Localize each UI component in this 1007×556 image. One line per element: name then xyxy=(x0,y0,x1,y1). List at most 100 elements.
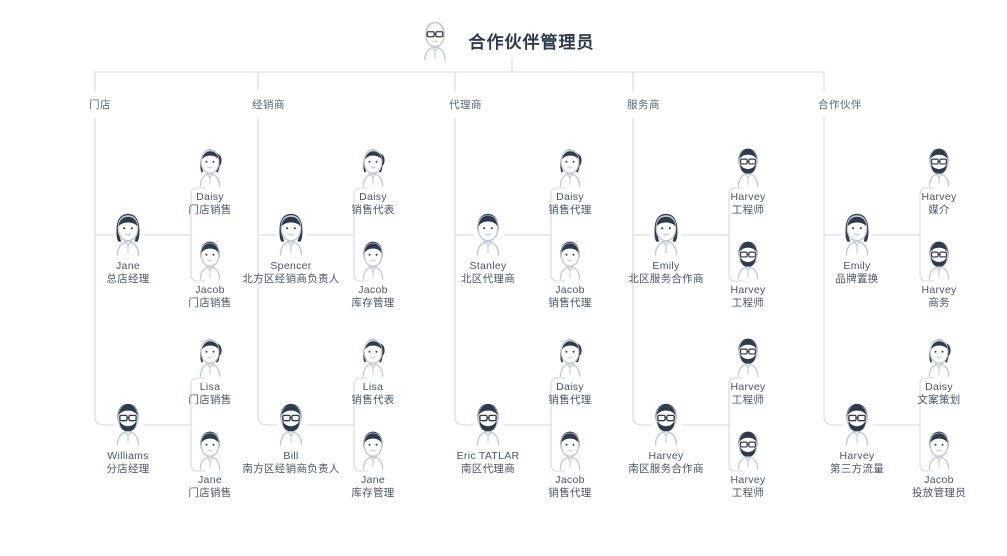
avatar-male-beard-glasses xyxy=(737,148,759,187)
avatar-male-short-hair xyxy=(362,431,384,470)
person-name: Spencer xyxy=(270,260,312,272)
person-node-child[interactable]: Harvey 媒介 xyxy=(884,146,994,217)
person-node-child[interactable]: Jane 门店销售 xyxy=(155,429,265,500)
person-node-child[interactable]: Jacob 销售代理 xyxy=(515,239,625,310)
column-label-1: 门店 xyxy=(89,99,111,111)
person-name: Emily xyxy=(652,260,680,272)
person-name: Harvey xyxy=(730,284,766,296)
person-name: Bill xyxy=(283,450,299,462)
person-node-child[interactable]: Daisy 销售代理 xyxy=(515,146,625,217)
person-role: 工程师 xyxy=(731,297,765,310)
page-title: 合作伙伴管理员 xyxy=(468,32,595,52)
person-node-child[interactable]: Daisy 门店销售 xyxy=(155,146,265,217)
person-role: 库存管理 xyxy=(351,487,395,500)
person-node-child[interactable]: Jacob 投放管理员 xyxy=(884,429,994,500)
person-node-parent[interactable]: Harvey 第三方流量 xyxy=(802,401,912,476)
person-name: Jacob xyxy=(195,284,225,296)
avatar-male-beard-glasses xyxy=(654,403,678,446)
avatar-male-short-hair xyxy=(476,213,500,256)
person-role: 南区代理商 xyxy=(461,463,515,476)
person-role: 工程师 xyxy=(731,487,765,500)
column-label-2: 经销商 xyxy=(252,99,285,111)
avatar-female-ponytail xyxy=(559,149,582,187)
person-node-child[interactable]: Daisy 销售代表 xyxy=(318,146,428,217)
avatar-male-beard-glasses xyxy=(116,403,140,446)
person-role: 总店经理 xyxy=(106,273,150,286)
person-role: 北区服务合作商 xyxy=(628,273,704,286)
person-role: 商务 xyxy=(928,297,950,310)
avatar-female-ponytail xyxy=(199,339,222,377)
person-node-parent[interactable]: Eric TATLAR 南区代理商 xyxy=(433,401,543,476)
person-name: Lisa xyxy=(362,381,384,393)
person-name: Jacob xyxy=(358,284,388,296)
person-node-child[interactable]: Harvey 工程师 xyxy=(693,336,803,407)
avatar-female-ponytail xyxy=(199,149,222,187)
person-role: 门店销售 xyxy=(188,297,232,310)
person-node-child[interactable]: Jacob 销售代理 xyxy=(515,429,625,500)
person-name: Stanley xyxy=(469,260,507,272)
root-node[interactable]: 合作伙伴管理员 xyxy=(0,18,1007,62)
person-role: 工程师 xyxy=(731,204,765,217)
avatar-male-beard-glasses xyxy=(845,403,869,446)
avatar-female-ponytail xyxy=(559,339,582,377)
person-role: 门店销售 xyxy=(188,394,232,407)
column-label-5: 合作伙伴 xyxy=(818,99,862,111)
avatar-female-long-hair xyxy=(279,213,303,256)
person-node-child[interactable]: Daisy 销售代理 xyxy=(515,336,625,407)
avatar-female-ponytail xyxy=(362,149,385,187)
person-role: 工程师 xyxy=(731,394,765,407)
avatar-male-glasses-bald xyxy=(423,21,446,61)
person-role: 库存管理 xyxy=(351,297,395,310)
person-node-child[interactable]: Harvey 商务 xyxy=(884,239,994,310)
person-name: Harvey xyxy=(839,450,875,462)
avatar-male-beard-glasses xyxy=(476,403,500,446)
avatar-male-beard-glasses xyxy=(737,431,759,470)
person-node-child[interactable]: Harvey 工程师 xyxy=(693,239,803,310)
avatar-female-long-hair xyxy=(654,213,678,256)
person-role: 分店经理 xyxy=(106,463,150,476)
person-name: Jacob xyxy=(555,474,585,486)
person-node-parent[interactable]: Stanley 北区代理商 xyxy=(433,211,543,286)
avatar-male-beard-glasses xyxy=(737,241,759,280)
person-node-child[interactable]: Lisa 销售代表 xyxy=(318,336,428,407)
person-node-child[interactable]: Daisy 文案策划 xyxy=(884,336,994,407)
person-name: Jane xyxy=(116,260,140,272)
person-role: 销售代理 xyxy=(548,204,592,217)
avatar-female-ponytail xyxy=(362,339,385,377)
person-role: 第三方流量 xyxy=(830,463,884,476)
person-node-parent[interactable]: Emily 品牌置换 xyxy=(802,211,912,286)
person-node-child[interactable]: Lisa 门店销售 xyxy=(155,336,265,407)
person-node-parent[interactable]: Bill 南方区经销商负责人 xyxy=(236,401,346,476)
person-name: Jane xyxy=(198,474,222,486)
person-role: 投放管理员 xyxy=(912,487,966,500)
avatar-male-short-hair xyxy=(362,241,384,280)
person-node-child[interactable]: Jacob 库存管理 xyxy=(318,239,428,310)
avatar-male-short-hair xyxy=(559,431,581,470)
person-name: Daisy xyxy=(556,381,584,393)
person-node-parent[interactable]: Emily 北区服务合作商 xyxy=(611,211,721,286)
person-role: 品牌置换 xyxy=(835,273,879,286)
person-node-parent[interactable]: Jane 总店经理 xyxy=(73,211,183,286)
person-name: Harvey xyxy=(648,450,684,462)
person-name: Harvey xyxy=(730,191,766,203)
person-node-child[interactable]: Jacob 门店销售 xyxy=(155,239,265,310)
person-node-child[interactable]: Harvey 工程师 xyxy=(693,429,803,500)
person-node-parent[interactable]: Williams 分店经理 xyxy=(73,401,183,476)
avatar-male-beard-glasses xyxy=(737,338,759,377)
person-node-parent[interactable]: Spencer 北方区经销商负责人 xyxy=(236,211,346,286)
person-role: 销售代表 xyxy=(351,204,395,217)
avatar-male-beard-glasses xyxy=(928,148,950,187)
avatar-male-short-hair xyxy=(199,431,221,470)
person-name: Harvey xyxy=(730,474,766,486)
person-role: 销售代理 xyxy=(548,297,592,310)
person-node-child[interactable]: Jane 库存管理 xyxy=(318,429,428,500)
person-node-child[interactable]: Harvey 工程师 xyxy=(693,146,803,217)
column-label-4: 服务商 xyxy=(627,99,660,111)
column-label-3: 代理商 xyxy=(449,99,482,111)
avatar-male-beard-glasses xyxy=(928,241,950,280)
avatar-male-short-hair xyxy=(199,241,221,280)
person-name: Williams xyxy=(107,450,149,462)
person-node-parent[interactable]: Harvey 南区服务合作商 xyxy=(611,401,721,476)
person-name: Eric TATLAR xyxy=(456,450,520,462)
